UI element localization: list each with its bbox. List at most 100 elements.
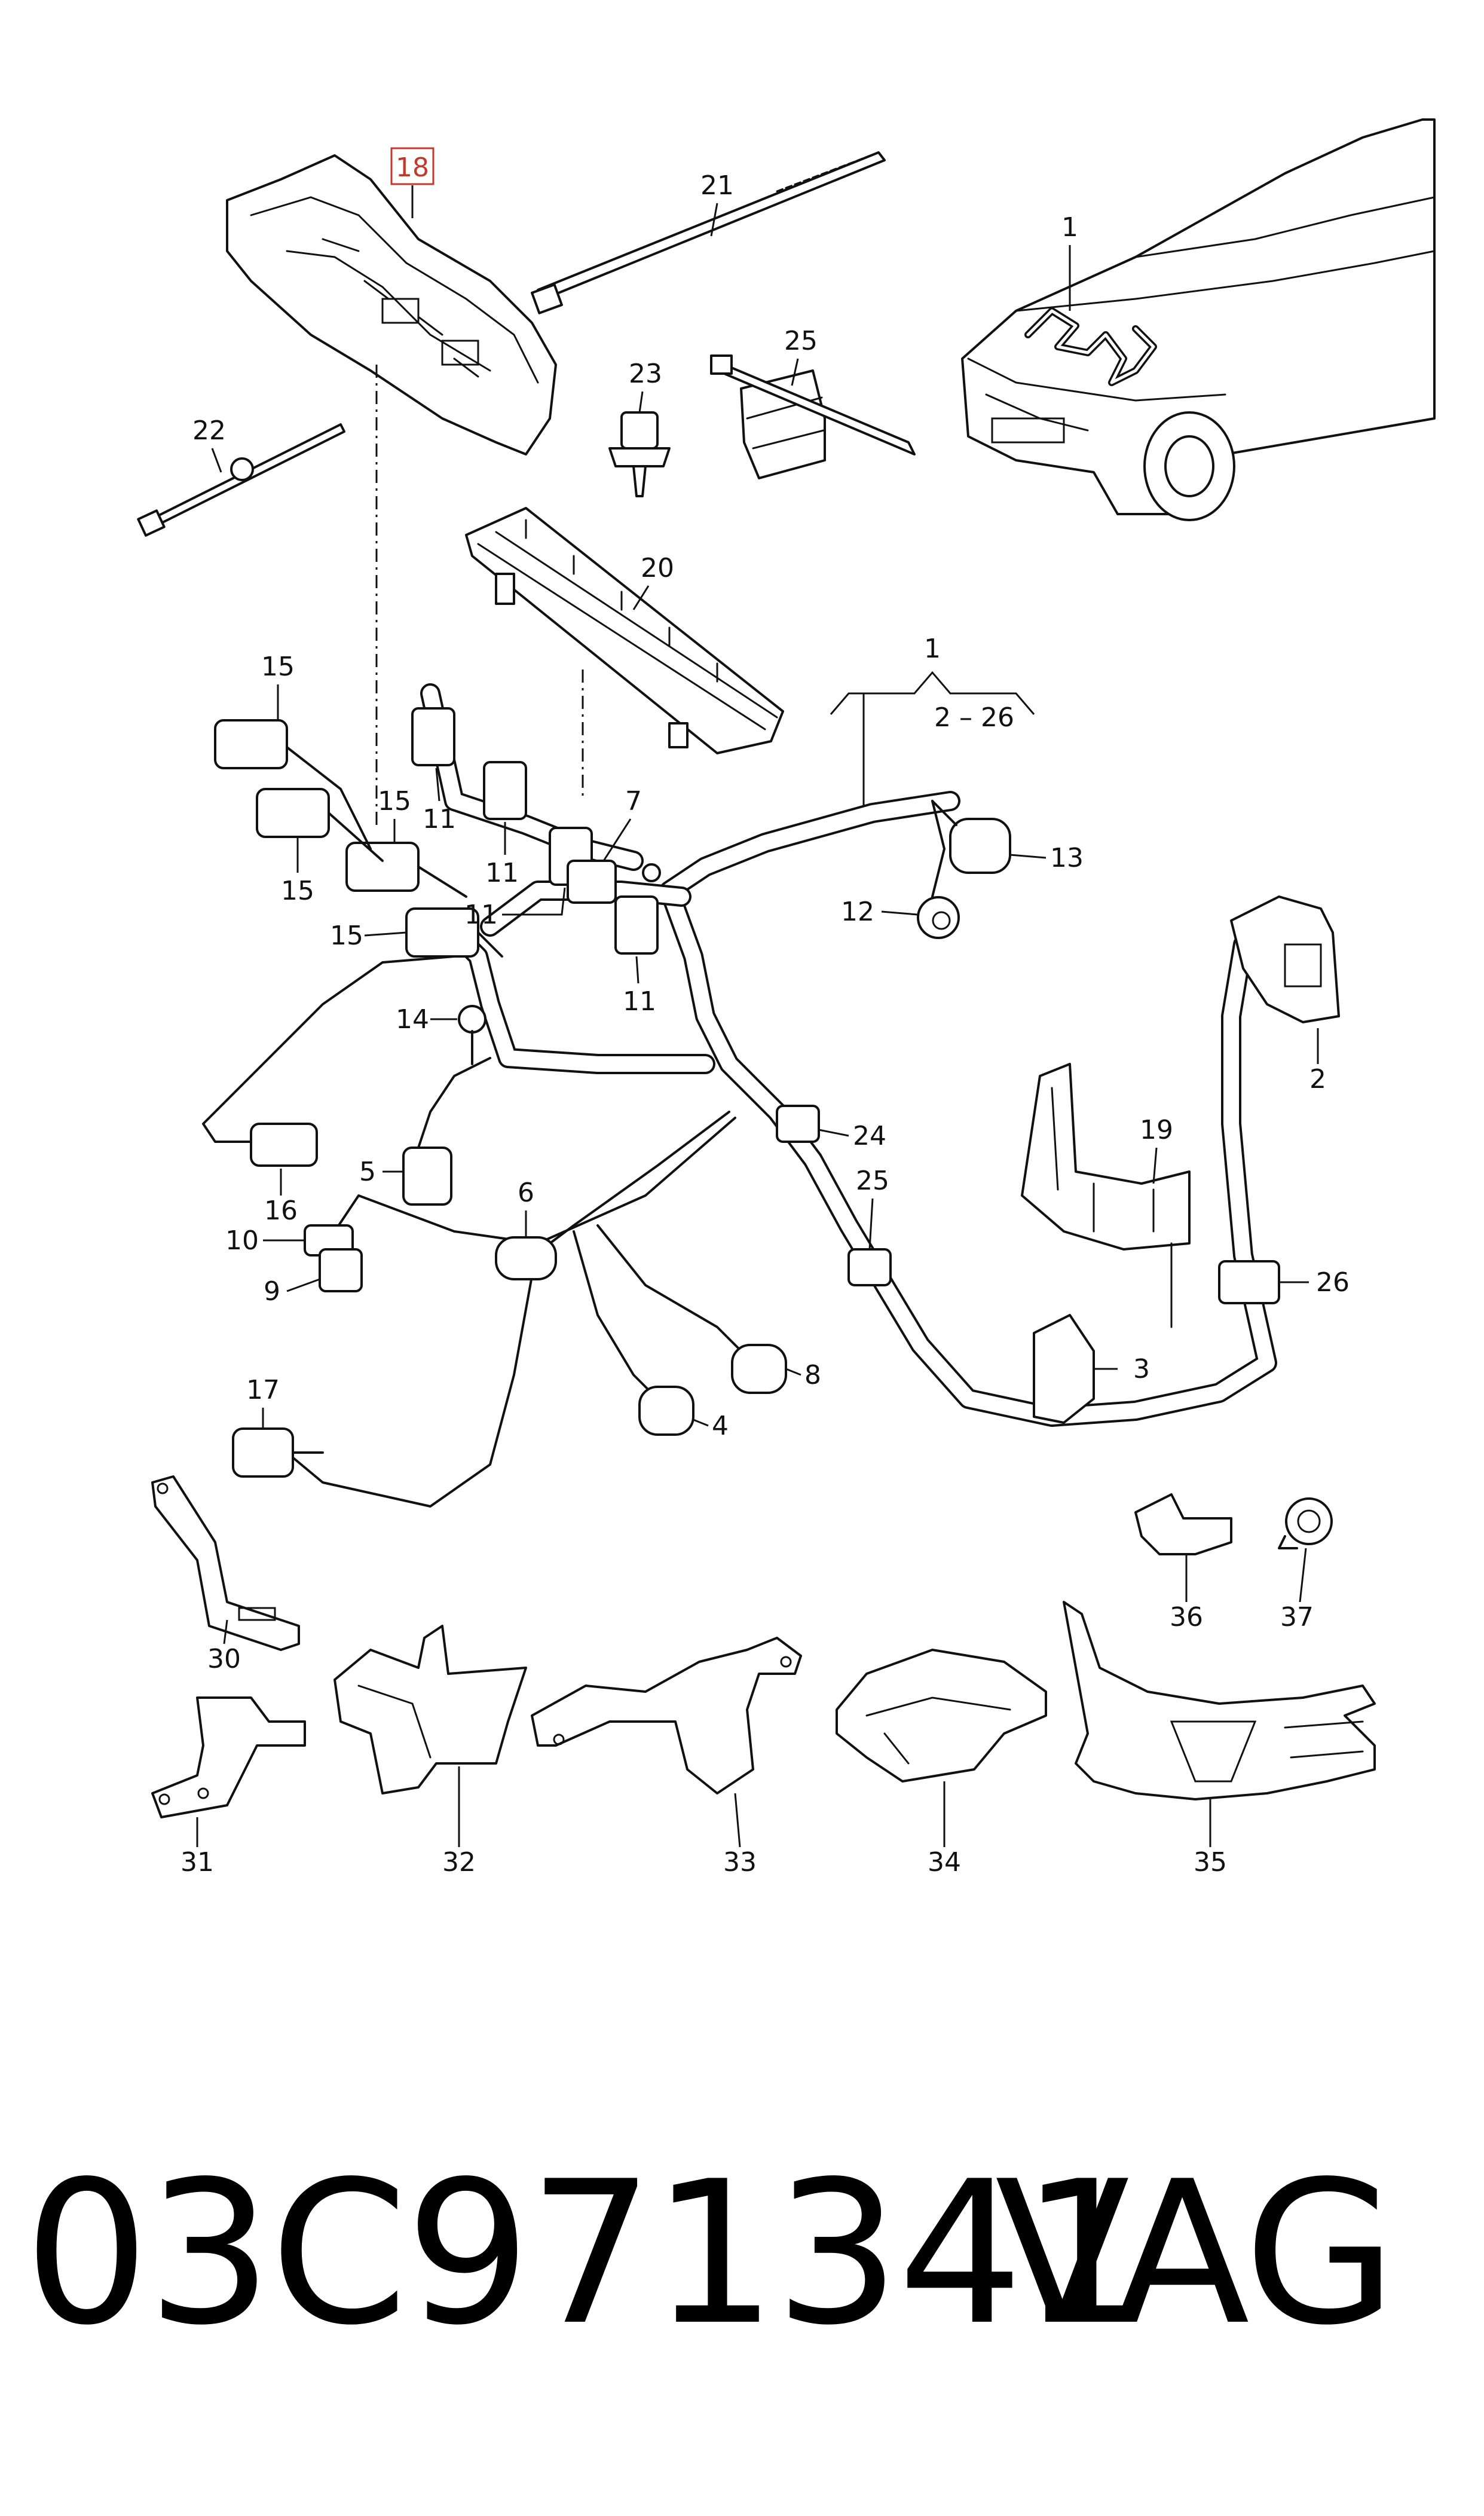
part-25-bracket-clip	[710, 354, 916, 479]
callout-9: 9	[264, 1276, 280, 1307]
leader-33	[734, 1793, 741, 1848]
part-34-cover	[836, 1649, 1047, 1783]
callout-32: 32	[442, 1847, 476, 1878]
callout-2: 2	[1309, 1064, 1326, 1095]
leader-22	[211, 448, 222, 473]
part-12-sensor	[917, 896, 960, 939]
callout-14: 14	[396, 1004, 429, 1035]
callout-18: 18	[396, 152, 429, 183]
leader-37	[1299, 1548, 1307, 1603]
callout-4: 4	[712, 1411, 729, 1441]
leader-8	[785, 1368, 801, 1376]
callout-37: 37	[1280, 1602, 1314, 1633]
callout-34: 34	[928, 1847, 961, 1878]
brand-name: VAG	[995, 2139, 1397, 2368]
callout-25-lower: 25	[856, 1166, 889, 1196]
callout-36: 36	[1170, 1602, 1203, 1633]
part-30-bracket	[151, 1475, 300, 1651]
leader-7	[602, 818, 632, 861]
part-2-connector-bracket	[1230, 895, 1340, 1023]
part-number-footer: 03C971341 VAG	[0, 2134, 1484, 2373]
part-22-cable-tie-clip	[137, 423, 345, 537]
group-bracket	[830, 671, 1035, 715]
part-37-p-clamp	[1278, 1497, 1333, 1549]
callout-15-a: 15	[261, 652, 295, 682]
leader-21	[710, 203, 718, 237]
callout-24: 24	[853, 1121, 886, 1151]
connector-15-group	[214, 719, 503, 958]
callout-8: 8	[804, 1360, 821, 1390]
part-5-connector	[402, 1147, 452, 1206]
callout-20: 20	[641, 553, 674, 583]
part-17-connector	[232, 1427, 324, 1478]
part-32-bracket	[333, 1625, 527, 1794]
callout-23: 23	[629, 359, 662, 389]
leader-30	[223, 1619, 228, 1644]
leader-9	[286, 1278, 320, 1292]
callout-25-top: 25	[784, 326, 818, 356]
wiring-harness-diagram: 18 21 22 23 25	[137, 118, 1436, 1878]
part-21-cable-tie	[531, 151, 886, 314]
callout-22: 22	[192, 415, 226, 446]
part-33-bracket	[531, 1637, 802, 1794]
part-8-sensor	[731, 1344, 787, 1394]
callout-12: 12	[841, 897, 874, 927]
part-23-push-clip	[608, 411, 671, 497]
leader-23	[638, 391, 644, 413]
leader-13	[1009, 854, 1047, 859]
callout-1-group: 1	[924, 634, 941, 664]
callout-21: 21	[700, 170, 734, 201]
car-front-view	[961, 118, 1436, 521]
leader-12	[881, 910, 918, 916]
leader-11-a	[435, 768, 440, 802]
callout-13: 13	[1050, 843, 1084, 873]
callout-10: 10	[225, 1225, 259, 1256]
callout-6: 6	[518, 1178, 534, 1208]
callout-35: 35	[1194, 1847, 1227, 1878]
part-9-10-connector	[304, 1224, 363, 1292]
leader-24	[818, 1129, 849, 1137]
leader-11-c	[502, 887, 566, 916]
part-3-grommet	[1033, 1314, 1095, 1424]
callout-15-b: 15	[378, 786, 411, 817]
part-19-bracket	[1021, 1063, 1191, 1328]
callout-16: 16	[264, 1196, 298, 1226]
part-14-ring-terminal	[458, 1005, 486, 1065]
callout-1-car: 1	[1061, 212, 1078, 243]
callout-26: 26	[1316, 1267, 1350, 1298]
leader-15-d	[364, 931, 407, 937]
part-35-bracket	[1063, 1601, 1376, 1800]
leader-20	[632, 585, 650, 610]
part-26-clip	[1218, 1260, 1280, 1304]
callout-33: 33	[723, 1847, 757, 1878]
callout-19: 19	[1140, 1115, 1173, 1145]
part-31-bracket	[151, 1696, 306, 1818]
callout-17: 17	[246, 1375, 280, 1405]
part-18-harness-tray	[226, 154, 557, 455]
leader-19	[1152, 1147, 1158, 1184]
part-6-sensor	[495, 1236, 557, 1280]
callout-15-d: 15	[330, 921, 363, 951]
part-36-clip	[1134, 1493, 1232, 1555]
callout-11-a: 11	[423, 804, 456, 834]
callout-7: 7	[625, 786, 642, 817]
callout-5: 5	[359, 1157, 376, 1187]
part-7-connector	[567, 860, 661, 904]
callout-18-box	[390, 147, 435, 185]
callout-11-d: 11	[623, 986, 656, 1017]
leader-25-top	[791, 358, 799, 386]
callout-30: 30	[207, 1644, 241, 1674]
leader-11-d	[635, 956, 640, 984]
leader-4	[693, 1419, 709, 1427]
part-13-connector	[931, 800, 1011, 874]
part-25-clip-lower	[847, 1248, 892, 1286]
part-20-harness-rail	[465, 507, 784, 754]
leader-25-lower	[868, 1198, 874, 1250]
callout-1-range: 2 – 26	[934, 702, 1014, 733]
part-4-sensor	[638, 1386, 694, 1436]
callout-15-c: 15	[281, 876, 314, 906]
part-number: 03C971341	[24, 2139, 1146, 2368]
callout-31: 31	[180, 1847, 214, 1878]
part-24-clip	[776, 1105, 820, 1143]
callout-11-b: 11	[485, 858, 519, 888]
